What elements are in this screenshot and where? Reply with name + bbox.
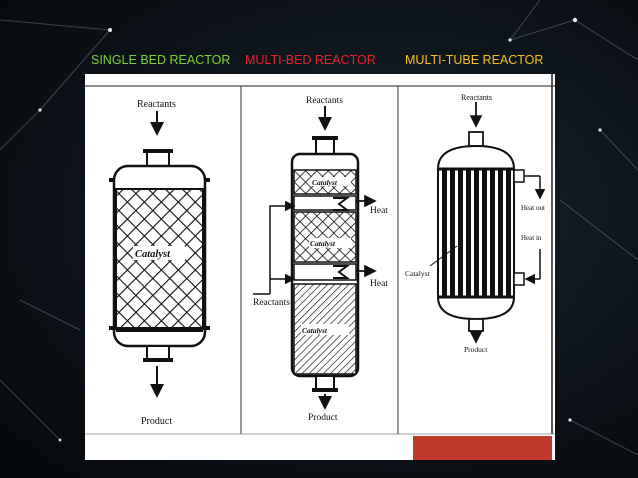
multi-tube-reactor: Reactants Heat out	[405, 93, 546, 354]
multi-bed-top-nozzle	[315, 137, 335, 155]
single-bed-catalyst-label: Catalyst	[135, 249, 171, 260]
multi-tube-top-nozzle	[468, 131, 484, 147]
multi-bed-catalyst-label-2: Catalyst	[310, 239, 336, 248]
single-bed-reactor: Reactants Catalyst Product	[109, 99, 210, 427]
multi-bed-catalyst-bed-2	[293, 211, 357, 263]
multi-tube-heat-out-label: Heat out	[521, 204, 545, 212]
multi-tube-heat-in-nozzle	[513, 272, 525, 286]
multi-bed-side-feed-1	[269, 200, 296, 294]
multi-bed-heat-exchanger-1	[333, 197, 350, 211]
multi-bed-heat-label-1: Heat	[370, 206, 388, 216]
single-bed-bottom-nozzle	[146, 345, 170, 361]
title-single-bed: SINGLE BED REACTOR	[91, 53, 231, 67]
multi-tube-tube-bundle	[442, 169, 511, 297]
multi-bed-product-label: Product	[308, 413, 338, 423]
multi-bed-reactants-side-label: Reactants	[253, 298, 290, 308]
single-bed-top-nozzle	[146, 150, 170, 167]
multi-tube-product-label: Product	[464, 345, 488, 354]
single-bed-reactants-label: Reactants	[137, 99, 176, 110]
reactor-diagram: Reactants Catalyst Product Reactants	[85, 74, 555, 460]
multi-tube-top-head	[436, 144, 516, 170]
multi-tube-reactants-label: Reactants	[461, 93, 492, 102]
multi-bed-catalyst-label-1: Catalyst	[312, 178, 338, 187]
multi-tube-bottom-head	[436, 296, 516, 321]
multi-bed-reactants-top-label: Reactants	[306, 96, 343, 106]
multi-tube-catalyst-label: Catalyst	[405, 269, 430, 278]
reactor-diagram-panel: Reactants Catalyst Product Reactants	[85, 74, 555, 460]
multi-bed-reactor: Reactants Catalyst Heat Catalyst Heat	[253, 96, 388, 423]
multi-tube-heat-in-label: Heat in	[521, 234, 542, 242]
multi-tube-bottom-nozzle	[468, 318, 484, 332]
title-multi-bed: MULTI-BED REACTOR	[245, 53, 376, 67]
multi-bed-heat-exchanger-2	[333, 265, 350, 279]
multi-tube-heat-out-nozzle	[513, 169, 525, 183]
title-multi-tube: MULTI-TUBE REACTOR	[405, 53, 544, 67]
accent-bar	[413, 436, 552, 460]
multi-bed-bottom-nozzle	[315, 375, 335, 391]
reactor-titles: SINGLE BED REACTOR MULTI-BED REACTOR MUL…	[0, 53, 638, 69]
multi-tube-catalyst-pointer	[429, 245, 458, 267]
multi-bed-catalyst-label-3: Catalyst	[302, 326, 328, 335]
single-bed-product-label: Product	[141, 416, 172, 427]
multi-bed-heat-label-2: Heat	[370, 279, 388, 289]
